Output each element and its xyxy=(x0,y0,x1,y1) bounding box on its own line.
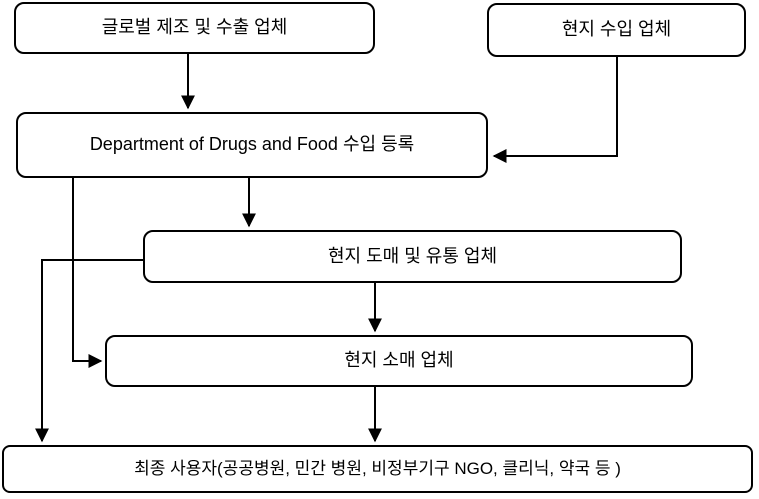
node-local-importer-label: 현지 수입 업체 xyxy=(561,19,672,40)
node-global-manufacturer-label: 글로벌 제조 및 수출 업체 xyxy=(101,17,288,38)
node-local-wholesaler: 현지 도매 및 유통 업체 xyxy=(143,230,682,283)
node-end-user: 최종 사용자(공공병원, 민간 병원, 비정부기구 NGO, 클리닉, 약국 등… xyxy=(2,445,753,493)
node-global-manufacturer: 글로벌 제조 및 수출 업체 xyxy=(14,2,375,54)
node-local-wholesaler-label: 현지 도매 및 유통 업체 xyxy=(327,245,498,266)
edge-dept-to-local-retailer xyxy=(72,178,103,368)
node-local-retailer-label: 현지 소매 업체 xyxy=(344,350,454,371)
node-end-user-label: 최종 사용자(공공병원, 민간 병원, 비정부기구 NGO, 클리닉, 약국 등… xyxy=(134,458,621,478)
edge-local-importer-to-dept xyxy=(492,57,618,163)
node-dept-registration-label: Department of Drugs and Food 수입 등록 xyxy=(89,134,415,155)
node-local-retailer: 현지 소매 업체 xyxy=(105,335,693,387)
node-local-importer: 현지 수입 업체 xyxy=(487,3,746,57)
node-dept-registration: Department of Drugs and Food 수입 등록 xyxy=(16,112,488,178)
